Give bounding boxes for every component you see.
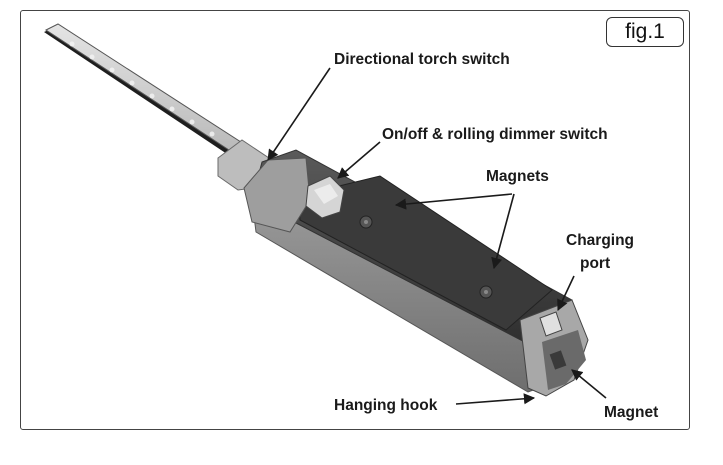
- led-light-bar: [44, 23, 250, 160]
- label-directional-torch-switch: Directional torch switch: [334, 51, 510, 68]
- label-on-off-dimmer-switch: On/off & rolling dimmer switch: [382, 126, 608, 143]
- label-magnet: Magnet: [604, 404, 658, 421]
- arrow-magnets-2: [491, 193, 515, 270]
- arrow-hanging-hook: [455, 393, 536, 405]
- figure-label: fig.1: [606, 17, 684, 47]
- arrow-charging-port: [557, 275, 575, 312]
- label-charging-port-line1: Charging: [566, 232, 634, 249]
- arrow-directional-switch: [267, 67, 331, 161]
- dimmer-switch: [305, 175, 345, 219]
- magnet-screw-1: [359, 215, 373, 229]
- arrow-magnet: [571, 369, 607, 399]
- torch-handle: [243, 149, 589, 397]
- label-charging-port-line2: port: [580, 255, 610, 272]
- arrow-dimmer-switch: [337, 141, 381, 179]
- end-magnet: [549, 350, 567, 370]
- charging-port: [539, 311, 563, 337]
- label-magnets: Magnets: [486, 168, 549, 185]
- arrow-magnets-1: [394, 193, 513, 210]
- magnet-screw-2: [479, 285, 493, 299]
- label-hanging-hook: Hanging hook: [334, 397, 438, 414]
